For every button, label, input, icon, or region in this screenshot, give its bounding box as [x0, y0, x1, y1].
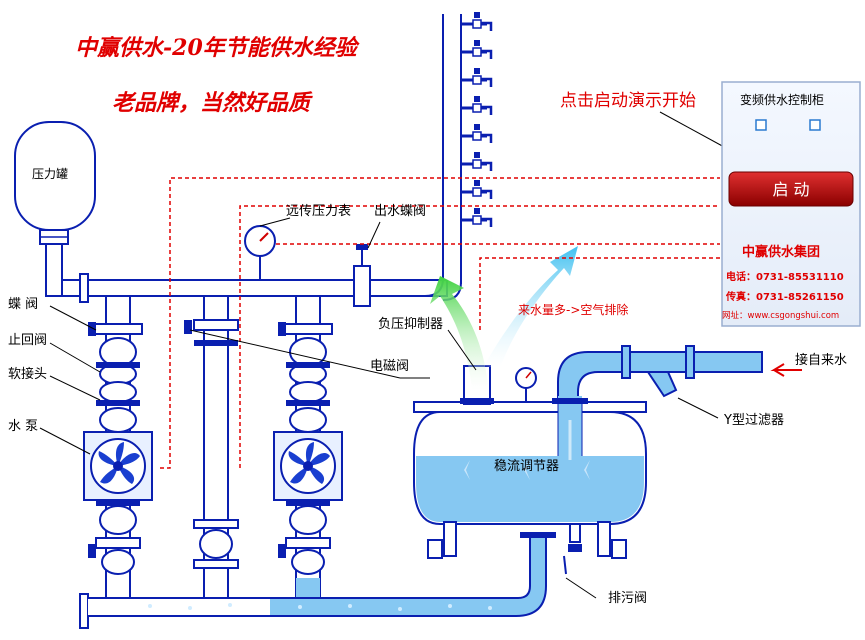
drain-valve-label: 排污阀 [608, 591, 647, 606]
main-header-pipe [61, 273, 448, 303]
start-button[interactable]: 启 动 [728, 171, 854, 207]
drain-valve [563, 523, 582, 575]
signal-lines [160, 177, 720, 469]
slogan-line-2: 老品牌，当然好品质 [112, 90, 313, 116]
remote-gauge-label: 远传压力表 [286, 204, 351, 219]
gauge-icon [515, 367, 537, 402]
pressure-tank-label: 压力罐 [32, 167, 68, 181]
solenoid-valve-label: 电磁阀 [370, 359, 409, 374]
check-valve-label: 止回阀 [8, 333, 47, 348]
indicator-light-1 [755, 119, 767, 131]
start-button-label: 启 动 [772, 180, 809, 199]
stabilizer-label: 稳流调节器 [494, 458, 559, 474]
fan-icon [83, 431, 153, 501]
stabilizer-tank [413, 401, 647, 559]
company-phone: 电话：0731-85531110 [726, 270, 844, 283]
indicator-light-2 [809, 119, 821, 131]
pressure-tank: 压力罐 [14, 121, 96, 245]
gauge-icon [244, 225, 276, 280]
pump-label: 水 泵 [8, 419, 38, 434]
inlet-pipe [552, 345, 763, 456]
control-panel-title: 变频供水控制柜 [740, 92, 824, 107]
outlet-butterfly-valve-label: 出水蝶阀 [374, 204, 426, 219]
from-supply-label: 接自来水 [795, 352, 847, 368]
y-filter-label: Y型过滤器 [723, 413, 784, 428]
company-fax: 传真：0731-85261150 [725, 290, 844, 303]
fan-icon [273, 431, 343, 501]
negative-pressure-suppressor-label: 负压抑制器 [378, 317, 443, 332]
company-website: 网址：www.csgongshui.com [722, 310, 839, 321]
company-name: 中赢供水集团 [742, 244, 820, 260]
outlet-butterfly-valve [353, 244, 371, 307]
faucet-icon [459, 10, 493, 229]
suction-pipe [79, 532, 556, 629]
arrow-icon [430, 246, 802, 460]
outlet-riser-pipe [410, 14, 462, 301]
slogan-line-1: 中赢供水-20年节能供水经验 [75, 35, 360, 61]
bypass-column [184, 295, 239, 607]
control-panel: 变频供水控制柜 启 动 中赢供水集团 电话：0731-85531110 传真：0… [721, 81, 861, 327]
leader-lines [39, 111, 727, 599]
air-exhaust-label: 来水量多->空气排除 [518, 302, 628, 317]
demo-start-prompt[interactable]: 点击启动演示开始 [560, 91, 696, 111]
butterfly-valve-label: 蝶 阀 [8, 297, 38, 312]
soft-joint-label: 软接头 [8, 366, 47, 382]
